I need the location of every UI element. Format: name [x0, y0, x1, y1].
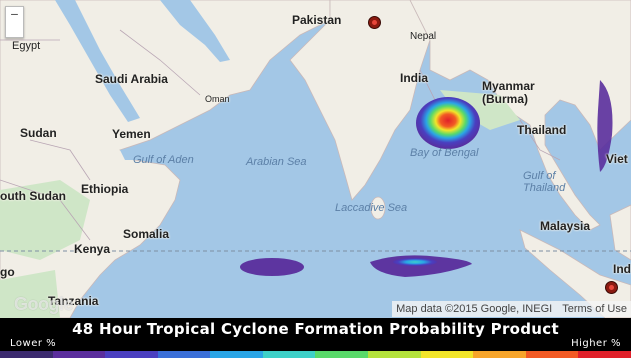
- label-egypt: Egypt: [12, 40, 41, 52]
- label-arabian-sea: Arabian Sea: [246, 156, 307, 168]
- land-se-asia: [409, 0, 631, 231]
- gulf-of-aden: [120, 115, 215, 160]
- label-gulf-of-aden: Gulf of Aden: [133, 154, 194, 166]
- label-malaysia: Malaysia: [540, 219, 591, 233]
- legend-title: 48 Hour Tropical Cyclone Formation Proba…: [72, 320, 559, 338]
- label-somalia: Somalia: [123, 227, 170, 241]
- land-borneo: [609, 204, 631, 261]
- label-south-sudan: outh Sudan: [0, 189, 66, 203]
- land-indonesia: [519, 229, 631, 318]
- probability-zone-bay-of-bengal: [416, 97, 480, 149]
- label-pakistan: Pakistan: [292, 13, 342, 27]
- label-gulf-of-thailand: Gulf of Thailand: [523, 170, 566, 194]
- legend-swatch: [262, 351, 316, 358]
- label-kenya: Kenya: [74, 242, 111, 256]
- legend-swatch: [0, 351, 53, 358]
- label-laccadive-sea: Laccadive Sea: [335, 202, 408, 214]
- zoom-control: −: [5, 6, 24, 38]
- label-viet: Viet: [606, 152, 628, 166]
- label-ethiopia: Ethiopia: [81, 182, 129, 196]
- legend-color-scale: [0, 351, 631, 358]
- label-bay-of-bengal: Bay of Bengal: [410, 147, 479, 159]
- red-sea: [55, 0, 140, 122]
- label-congo: go: [0, 265, 15, 279]
- attribution-text: Map data ©2015 Google, INEGI: [396, 303, 553, 315]
- legend-lower-label: Lower %: [10, 338, 57, 349]
- land-india: [289, 0, 431, 201]
- google-logo[interactable]: Google: [14, 294, 74, 314]
- label-sudan: Sudan: [20, 126, 57, 140]
- legend-swatch: [315, 351, 369, 358]
- legend-swatch: [210, 351, 263, 358]
- label-thailand: Thailand: [517, 123, 567, 137]
- probability-zone-south-2-core: [393, 258, 437, 266]
- legend-swatch: [420, 351, 474, 358]
- probability-zone-east: [597, 80, 613, 172]
- probability-legend: 48 Hour Tropical Cyclone Formation Proba…: [0, 318, 631, 358]
- map[interactable]: Egypt Pakistan Nepal Saudi Arabia Oman I…: [0, 0, 631, 318]
- legend-swatch: [368, 351, 421, 358]
- persian-gulf: [160, 0, 230, 62]
- zoom-out-button[interactable]: −: [10, 6, 19, 22]
- label-saudi-arabia: Saudi Arabia: [95, 72, 168, 86]
- map-attribution: Map data ©2015 Google, INEGI Terms of Us…: [392, 301, 631, 317]
- legend-swatch: [473, 351, 526, 358]
- legend-higher-label: Higher %: [571, 338, 621, 349]
- probability-zone-south-1: [240, 258, 304, 276]
- label-tanzania: Tanzania: [48, 294, 99, 308]
- label-indonesia: Ind: [613, 262, 631, 276]
- map-marker-indonesia[interactable]: [605, 281, 618, 294]
- label-yemen: Yemen: [112, 127, 151, 141]
- legend-swatch: [525, 351, 579, 358]
- legend-swatch: [105, 351, 158, 358]
- map-marker-pakistan[interactable]: [368, 16, 381, 29]
- label-india: India: [400, 71, 429, 85]
- gulf-of-thailand: [560, 150, 600, 195]
- label-myanmar: Myanmar (Burma): [482, 79, 535, 106]
- legend-swatch: [157, 351, 211, 358]
- label-nepal: Nepal: [410, 31, 437, 42]
- legend-swatch: [578, 351, 631, 358]
- terms-of-use-link[interactable]: Terms of Use: [562, 303, 627, 315]
- map-base: [0, 0, 631, 318]
- label-oman: Oman: [205, 94, 230, 104]
- legend-swatch: [52, 351, 106, 358]
- land-sri-lanka: [370, 196, 386, 220]
